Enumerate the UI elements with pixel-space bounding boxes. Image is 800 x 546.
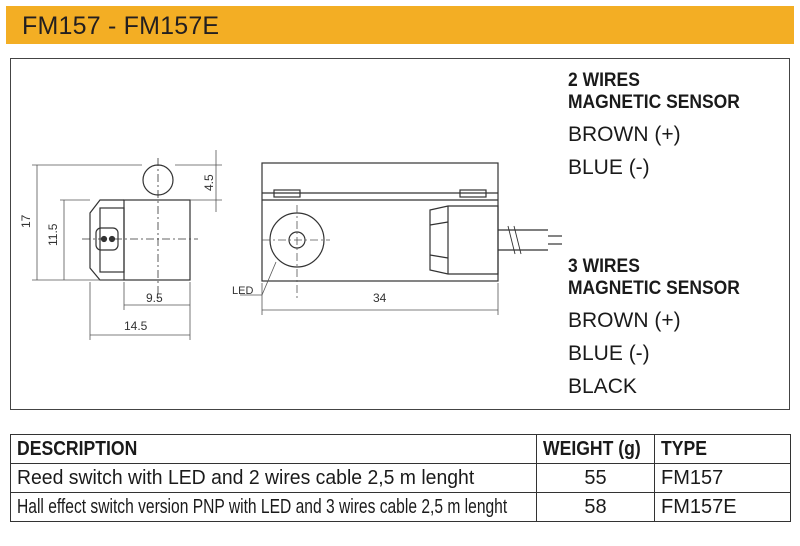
drawing-frame — [10, 58, 790, 410]
front-dimensions — [32, 150, 222, 340]
front-bracket-inner — [99, 207, 125, 273]
table-row: Hall effect switch version PNP with LED … — [10, 492, 791, 522]
front-body — [123, 199, 191, 281]
table-header-row: DESCRIPTION WEIGHT (g) TYPE — [10, 434, 791, 464]
two-wire-section: 2 WIRES MAGNETIC SENSOR BROWN (+) BLUE (… — [568, 70, 755, 184]
table-row: Reed switch with LED and 2 wires cable 2… — [10, 463, 791, 493]
side-view — [261, 162, 562, 282]
three-wire-section: 3 WIRES MAGNETIC SENSOR BROWN (+) BLUE (… — [568, 256, 755, 403]
dim-height-body-label: 11.5 — [46, 223, 60, 246]
front-view — [82, 158, 198, 300]
front-bracket — [89, 199, 124, 281]
row1-type: FM157 — [654, 463, 791, 493]
three-wire-title-line2: MAGNETIC SENSOR — [568, 278, 740, 299]
two-wire-blue: BLUE (-) — [568, 156, 650, 179]
side-rail-right — [459, 189, 487, 198]
led-label: LED — [232, 285, 253, 297]
page-title: FM157 - FM157E — [22, 12, 220, 40]
dim-width-outer-label: 14.5 — [124, 319, 148, 333]
two-wire-brown: BROWN (+) — [568, 123, 681, 146]
cable-nut — [429, 205, 499, 275]
row2-description: Hall effect switch version PNP with LED … — [10, 492, 537, 522]
row2-weight: 58 — [536, 492, 655, 522]
header-weight: WEIGHT (g) — [536, 434, 655, 464]
two-wire-title-line1: 2 WIRES — [568, 70, 640, 91]
three-wire-black: BLACK — [568, 375, 637, 398]
dim-length-label: 34 — [373, 291, 387, 305]
header-type: TYPE — [654, 434, 791, 464]
row2-type: FM157E — [654, 492, 791, 522]
spec-table: DESCRIPTION WEIGHT (g) TYPE Reed switch … — [10, 434, 791, 522]
dim-height-total-label: 17 — [19, 214, 33, 228]
header-bar: FM157 - FM157E — [6, 6, 794, 44]
header-description: DESCRIPTION — [10, 434, 537, 464]
row1-weight: 55 — [536, 463, 655, 493]
cable-break — [507, 225, 522, 255]
side-rail-left — [273, 189, 301, 198]
three-wire-blue: BLUE (-) — [568, 342, 650, 365]
three-wire-brown: BROWN (+) — [568, 309, 681, 332]
dim-width-inner-label: 9.5 — [146, 291, 163, 305]
three-wire-title-line1: 3 WIRES — [568, 256, 640, 277]
side-dimensions — [240, 205, 499, 315]
row1-description: Reed switch with LED and 2 wires cable 2… — [10, 463, 537, 493]
two-wire-title-line2: MAGNETIC SENSOR — [568, 92, 740, 113]
dim-top-label: 4.5 — [202, 174, 216, 191]
